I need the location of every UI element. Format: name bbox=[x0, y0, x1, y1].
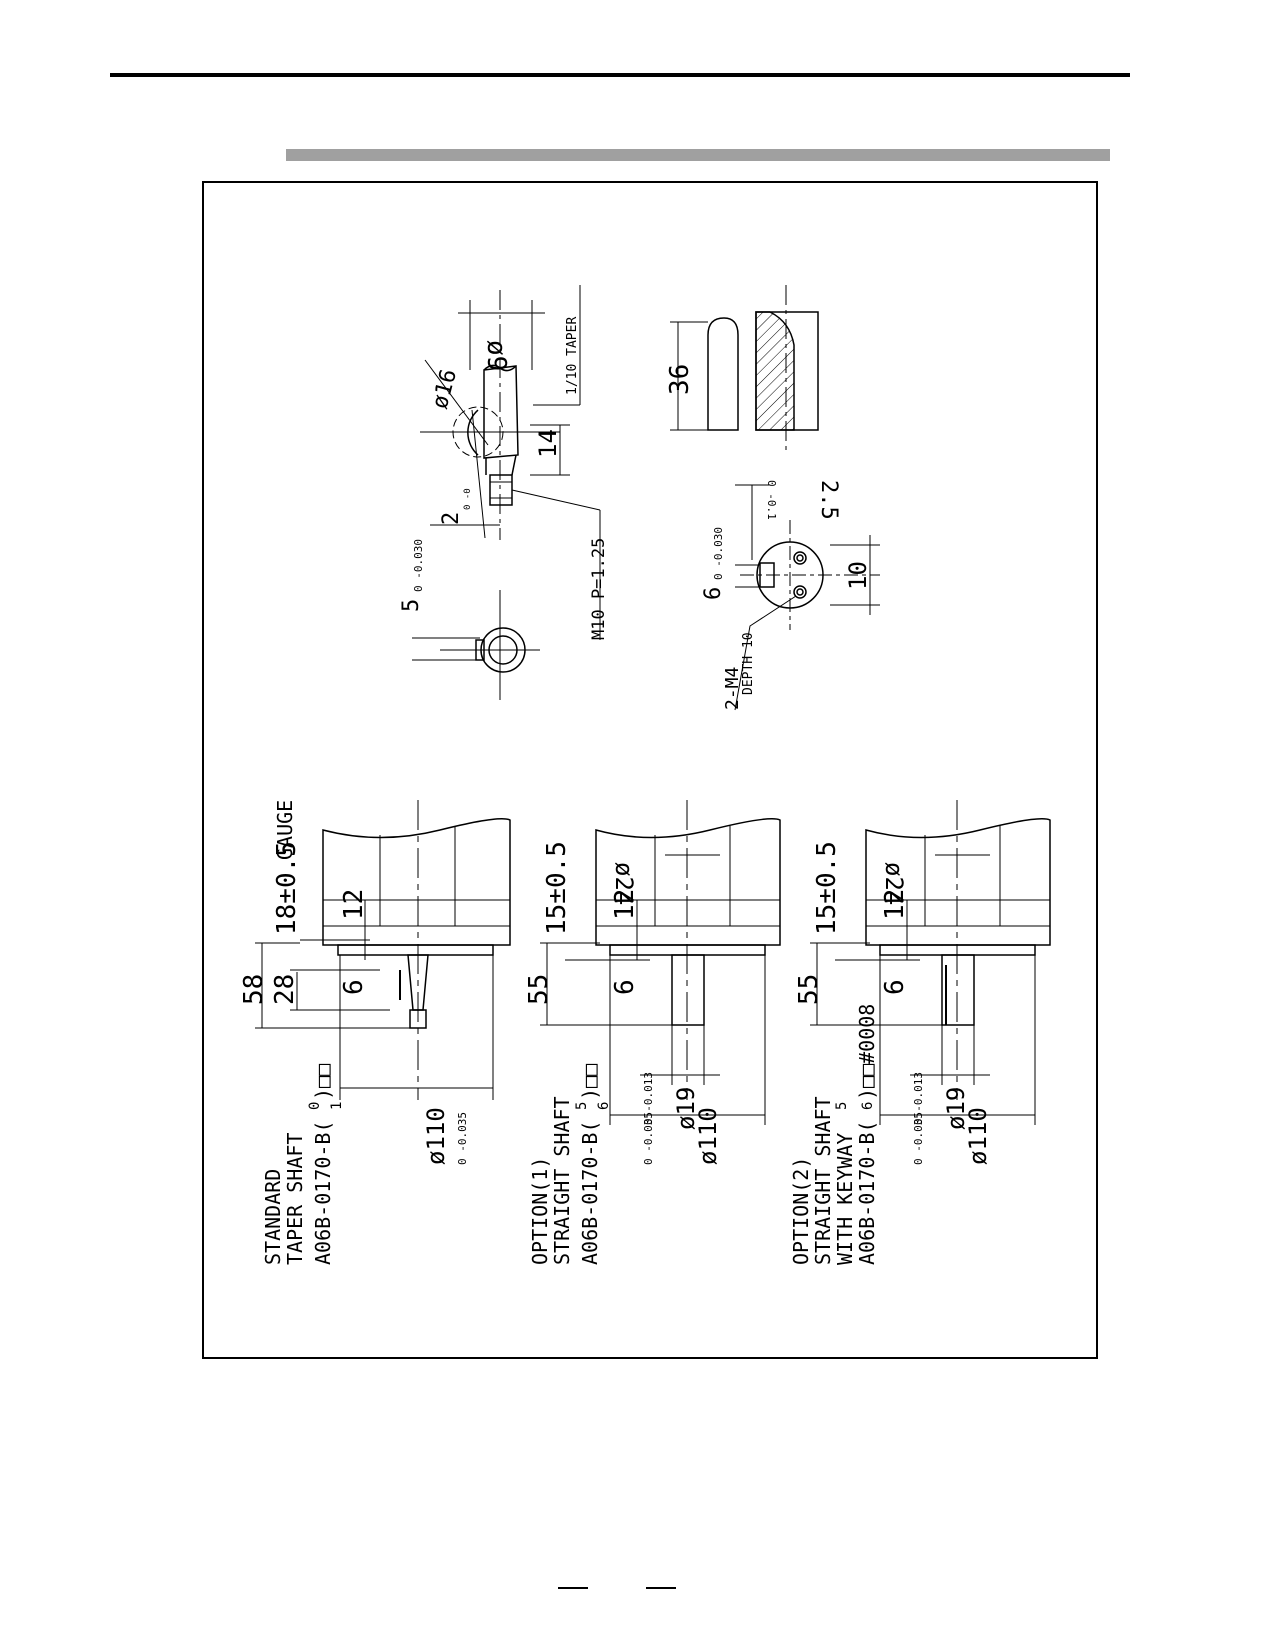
opt2-dia-110-tol: 0 -0.035 bbox=[912, 1112, 925, 1165]
depth-2-5-label: 2.5 bbox=[816, 480, 841, 520]
dim-10-label: 10 bbox=[844, 561, 872, 590]
std-dim-12: 12 bbox=[339, 889, 369, 920]
opt1-dim-12: 12 bbox=[610, 889, 640, 920]
footer-dash-left bbox=[558, 1587, 588, 1589]
opt2-dim-12: 12 bbox=[880, 889, 910, 920]
key-width-6-tol-label: 0 -0.030 bbox=[712, 527, 725, 580]
opt2-dia-19-tol: 0 -0.013 bbox=[912, 1072, 925, 1125]
thread-label: M10 P=1.25 bbox=[589, 538, 609, 640]
tap-depth-label: DEPTH 10 bbox=[741, 632, 756, 695]
opt1-line3: A06B-0170-B( bbox=[578, 1121, 602, 1266]
top-rule bbox=[110, 73, 1130, 77]
option1-view bbox=[540, 800, 781, 1125]
taper-labels: ø16 ø9 1/10 TAPER 14 2 0 -0 M10 P=1.25 bbox=[428, 317, 609, 640]
section-bar bbox=[286, 149, 1110, 161]
opt2-line2: STRAIGHT SHAFT bbox=[811, 1096, 835, 1265]
std-line1: STANDARD bbox=[261, 1169, 285, 1265]
dia-9-label: ø9 bbox=[481, 340, 511, 371]
opt1-suffix: )□□ bbox=[578, 1064, 602, 1100]
len-2-tol-label: 0 -0 bbox=[463, 488, 473, 510]
straight-end-view bbox=[734, 484, 880, 711]
std-dia-110-tol: 0 -0.035 bbox=[456, 1112, 469, 1165]
tap-label: 2-M4 bbox=[722, 667, 743, 710]
opt2-variant-top: 5 bbox=[834, 1102, 850, 1110]
opt2-dia-24: ø24 bbox=[880, 862, 908, 905]
std-dim-28: 28 bbox=[270, 974, 300, 1005]
opt2-line1: OPTION(2) bbox=[789, 1157, 813, 1265]
opt1-dia-110-tol: 0 -0.035 bbox=[642, 1112, 655, 1165]
opt2-variant-bottom: 6 bbox=[860, 1102, 876, 1110]
std-variant-top: 0 bbox=[307, 1102, 323, 1110]
taper-end-view bbox=[412, 590, 540, 700]
opt1-dia-24: ø24 bbox=[610, 862, 638, 905]
taper-label: 1/10 TAPER bbox=[565, 317, 580, 395]
opt1-dia-19-tol: 0 -0.013 bbox=[642, 1072, 655, 1125]
key-width-5-tol-label: 0 -0.030 bbox=[412, 539, 425, 592]
standard-view bbox=[255, 800, 511, 1100]
opt1-dim-6: 6 bbox=[610, 979, 640, 995]
std-suffix: )□□ bbox=[311, 1064, 335, 1100]
opt1-dia-19: ø19 bbox=[672, 1087, 700, 1130]
opt2-dia-19: ø19 bbox=[942, 1087, 970, 1130]
opt2-dia-110: ø110 bbox=[964, 1107, 992, 1165]
opt2-suffix: )□□#0008 bbox=[855, 1004, 879, 1100]
opt1-line2: STRAIGHT SHAFT bbox=[550, 1096, 574, 1265]
std-dim-18: 18±0.5 bbox=[272, 841, 302, 935]
len-2-label: 2 bbox=[439, 512, 464, 525]
opt1-dim-55: 55 bbox=[524, 974, 554, 1005]
opt2-line4: A06B-0170-B( bbox=[855, 1121, 879, 1266]
key-detail bbox=[670, 285, 819, 455]
opt1-variant-top: 5 bbox=[574, 1102, 590, 1110]
opt1-dia-110: ø110 bbox=[694, 1107, 722, 1165]
std-line2: TAPER SHAFT bbox=[283, 1133, 307, 1265]
opt1-line1: OPTION(1) bbox=[528, 1157, 552, 1265]
len-14-label: 14 bbox=[534, 429, 562, 458]
drawing-frame bbox=[202, 181, 1098, 1359]
std-line3: A06B-0170-B( bbox=[311, 1121, 335, 1266]
std-dim-58: 58 bbox=[239, 974, 269, 1005]
dia-16-label: ø16 bbox=[428, 367, 462, 412]
std-dim-6: 6 bbox=[339, 979, 369, 995]
option2-view bbox=[810, 800, 1051, 1125]
opt1-dim-15: 15±0.5 bbox=[542, 841, 572, 935]
taper-shaft-detail bbox=[420, 285, 601, 640]
opt1-variant-bottom: 6 bbox=[596, 1102, 612, 1110]
opt2-dim-6: 6 bbox=[880, 979, 910, 995]
depth-tol-label: 0 -0.1 bbox=[765, 480, 778, 520]
opt2-line3: WITH KEYWAY bbox=[833, 1133, 857, 1265]
key-width-5-label: 5 bbox=[399, 599, 424, 612]
key-width-6-label: 6 bbox=[701, 587, 726, 600]
opt2-dim-55: 55 bbox=[794, 974, 824, 1005]
opt2-dim-15: 15±0.5 bbox=[812, 841, 842, 935]
std-variant-bottom: 1 bbox=[329, 1102, 345, 1110]
len-36-label: 36 bbox=[665, 364, 695, 395]
footer-dash-right bbox=[646, 1587, 676, 1589]
std-dia-110: ø110 bbox=[422, 1107, 450, 1165]
std-gauge: GAUGE bbox=[273, 800, 297, 860]
